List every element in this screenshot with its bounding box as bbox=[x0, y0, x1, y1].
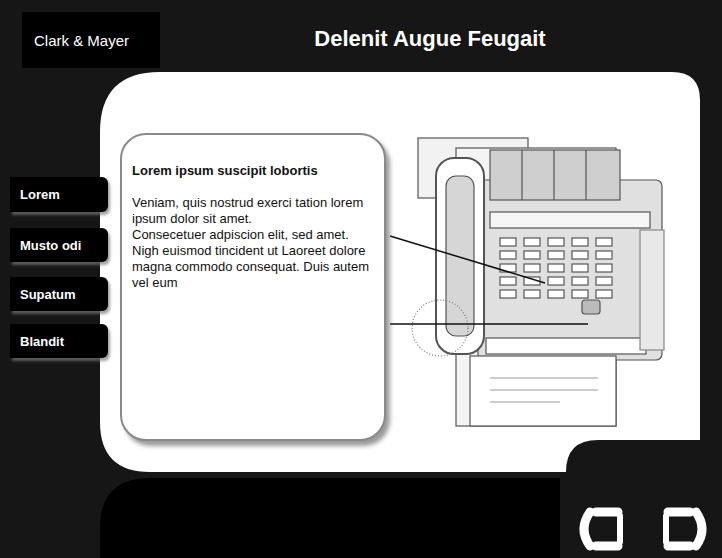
node-heading: Supatum bbox=[20, 287, 76, 302]
node-heading: Musto odi bbox=[20, 238, 81, 253]
key bbox=[548, 290, 564, 298]
menu-button: Supatum bbox=[10, 277, 108, 311]
key bbox=[572, 264, 588, 272]
content-panel bbox=[100, 72, 700, 472]
key bbox=[548, 251, 564, 259]
key bbox=[548, 277, 564, 285]
key bbox=[524, 264, 540, 272]
brand-box: Clark & Mayer bbox=[22, 12, 160, 68]
key bbox=[524, 238, 540, 246]
node-heading: Clark & Mayer bbox=[34, 32, 129, 49]
key bbox=[548, 238, 564, 246]
node-heading: Blandit bbox=[20, 334, 64, 349]
node-body: Consecetuer adpiscion elit, sed amet. Ni… bbox=[132, 227, 376, 291]
key bbox=[572, 290, 588, 298]
menu-button: Musto odi bbox=[10, 228, 108, 262]
phone-illustration bbox=[412, 138, 664, 426]
screen-title: Delenit Augue Feugait bbox=[180, 26, 680, 52]
key bbox=[500, 238, 516, 246]
key bbox=[596, 264, 612, 272]
key bbox=[572, 277, 588, 285]
key bbox=[572, 238, 588, 246]
key bbox=[500, 251, 516, 259]
key bbox=[524, 290, 540, 298]
key bbox=[548, 264, 564, 272]
callout-text: Lorem ipsum suscipit lobortisVeniam, qui… bbox=[132, 163, 376, 291]
leader-lines bbox=[390, 236, 588, 324]
key bbox=[596, 277, 612, 285]
callout-box: Lorem ipsum suscipit lobortisVeniam, qui… bbox=[120, 133, 386, 441]
key bbox=[524, 251, 540, 259]
key bbox=[596, 238, 612, 246]
key bbox=[500, 277, 516, 285]
menu-button: Lorem bbox=[10, 177, 108, 212]
node-body: Veniam, quis nostrud exerci tation lorem… bbox=[132, 195, 376, 227]
menu-button: Blandit bbox=[10, 324, 108, 358]
node-heading: Lorem ipsum suscipit lobortis bbox=[132, 163, 376, 179]
key bbox=[596, 290, 612, 298]
node-heading: Lorem bbox=[20, 187, 60, 202]
bottom-panel bbox=[100, 478, 560, 558]
key bbox=[500, 290, 516, 298]
key bbox=[596, 251, 612, 259]
key bbox=[572, 251, 588, 259]
nav-arrows bbox=[584, 512, 702, 546]
